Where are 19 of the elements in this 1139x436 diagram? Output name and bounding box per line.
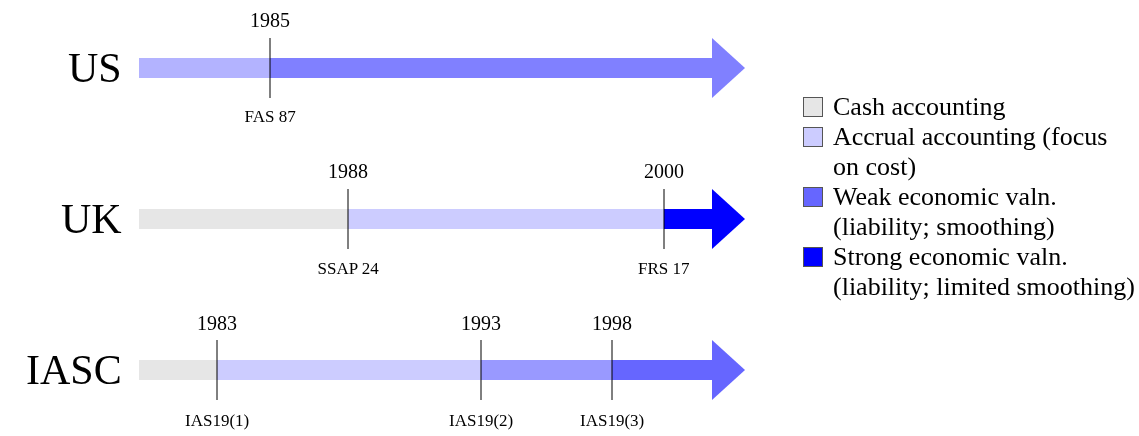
year-label: 2000 [644,161,684,181]
year-label: 1988 [328,161,368,181]
standard-label: IAS19(3) [580,411,645,429]
row-label: IASC [26,349,122,391]
legend-text: Strong economic valn. (liability; limited smoothing) [833,242,1136,302]
legend-text: Accrual accounting (focus on cost) [833,122,1109,182]
year-label: 1993 [461,313,501,333]
year-label: 1983 [197,313,237,333]
year-label: 1998 [592,313,632,333]
legend-text: Cash accounting [833,92,1007,122]
row-label: UK [61,198,122,240]
row-label: US [68,47,122,89]
standard-label: SSAP 24 [317,259,379,277]
standard-label: FRS 17 [638,259,690,277]
standard-label: IAS19(2) [449,411,514,429]
standard-label: IAS19(1) [185,411,250,429]
year-label: 1985 [250,10,290,30]
legend-text: Weak economic valn. (liability; smoothing) [833,182,1058,242]
standard-label: FAS 87 [244,107,296,125]
